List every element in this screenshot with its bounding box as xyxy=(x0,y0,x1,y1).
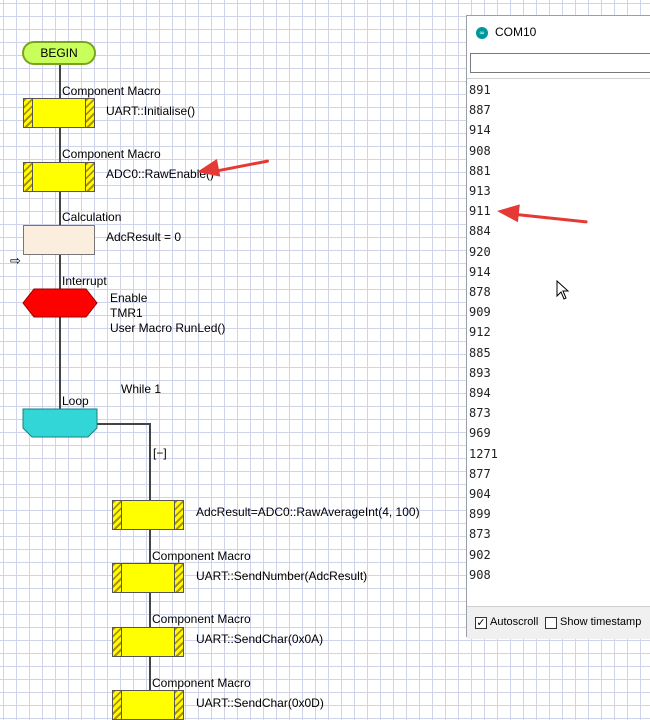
serial-line: 908 xyxy=(469,143,491,158)
step-header: Component Macro xyxy=(152,612,251,626)
send-input[interactable] xyxy=(470,53,650,73)
step-text: ADC0::RawEnable() xyxy=(106,167,215,181)
cursor-marker-icon: ⇨ xyxy=(10,253,21,268)
collapse-toggle[interactable]: [−] xyxy=(153,446,167,460)
serial-line: 909 xyxy=(469,305,491,320)
step-text: UART::SendChar(0x0D) xyxy=(196,696,324,710)
serial-line: 911 xyxy=(469,204,491,219)
loop-connector xyxy=(95,423,151,425)
serial-line: 894 xyxy=(469,386,491,400)
mouse-cursor-icon xyxy=(556,280,570,300)
component-macro-block[interactable] xyxy=(23,162,95,192)
serial-line: 913 xyxy=(469,184,491,198)
serial-monitor-window: ∞ COM10 891 887 914 908 881 913 911 884 920 914 87… xyxy=(466,15,650,639)
step-header: Component Macro xyxy=(152,549,251,563)
show-timestamp-checkbox[interactable] xyxy=(545,617,557,629)
serial-line: 878 xyxy=(469,285,491,299)
serial-line: 899 xyxy=(469,507,491,522)
serial-line: 914 xyxy=(469,123,491,138)
begin-terminal[interactable]: BEGIN xyxy=(22,41,96,65)
calculation-block[interactable] xyxy=(23,225,95,255)
serial-line: 873 xyxy=(469,406,491,421)
arduino-logo-icon: ∞ xyxy=(476,27,488,39)
step-header: Component Macro xyxy=(152,676,251,690)
serial-line: 887 xyxy=(469,103,491,118)
monitor-footer: ✓ Autoscroll Show timestamp xyxy=(467,606,650,639)
serial-line: 885 xyxy=(469,345,491,360)
loop-block[interactable] xyxy=(22,408,98,438)
autoscroll-checkbox[interactable]: ✓ xyxy=(475,617,487,629)
serial-line: 920 xyxy=(469,244,491,259)
serial-line: 969 xyxy=(469,426,491,441)
serial-line: 904 xyxy=(469,487,491,501)
step-header: Component Macro xyxy=(62,147,161,161)
step-text: AdcResult=ADC0::RawAverageInt(4, 100) xyxy=(196,505,420,519)
serial-line: 908 xyxy=(469,567,491,582)
component-macro-block[interactable] xyxy=(112,690,184,720)
serial-line: 877 xyxy=(469,466,491,481)
serial-line: 873 xyxy=(469,527,491,542)
serial-line: 893 xyxy=(469,365,491,380)
step-text: UART::Initialise() xyxy=(106,104,196,118)
serial-line: 884 xyxy=(469,224,491,239)
serial-line: 881 xyxy=(469,163,491,178)
step-text: AdcResult = 0 xyxy=(106,230,182,244)
step-text: UART::SendNumber(AdcResult) xyxy=(196,569,368,583)
component-macro-block[interactable] xyxy=(112,563,184,593)
step-header: Component Macro xyxy=(62,84,161,98)
window-title: COM10 xyxy=(495,25,537,39)
interrupt-line: Enable xyxy=(110,291,148,305)
show-timestamp-label: Show timestamp xyxy=(560,616,642,628)
serial-line: 1271 xyxy=(469,446,498,461)
loop-condition: While 1 xyxy=(121,382,162,396)
step-header: Interrupt xyxy=(62,274,107,288)
component-macro-block[interactable] xyxy=(112,500,184,530)
interrupt-block[interactable] xyxy=(22,288,98,318)
interrupt-line: TMR1 xyxy=(110,306,143,320)
serial-line: 902 xyxy=(469,547,491,562)
serial-line: 914 xyxy=(469,264,491,279)
title-bar[interactable]: ∞ COM10 xyxy=(467,16,650,50)
autoscroll-label: Autoscroll xyxy=(490,616,539,628)
step-header: Calculation xyxy=(62,210,122,224)
serial-output[interactable]: 891 887 914 908 881 913 911 884 920 914 878 909 912 8… xyxy=(467,78,650,601)
step-text: UART::SendChar(0x0A) xyxy=(196,632,324,646)
serial-line: 912 xyxy=(469,325,491,340)
component-macro-block[interactable] xyxy=(23,98,95,128)
interrupt-line: User Macro RunLed() xyxy=(110,321,226,335)
step-header: Loop xyxy=(62,394,89,408)
component-macro-block[interactable] xyxy=(112,627,184,657)
serial-line: 891 xyxy=(469,83,491,97)
